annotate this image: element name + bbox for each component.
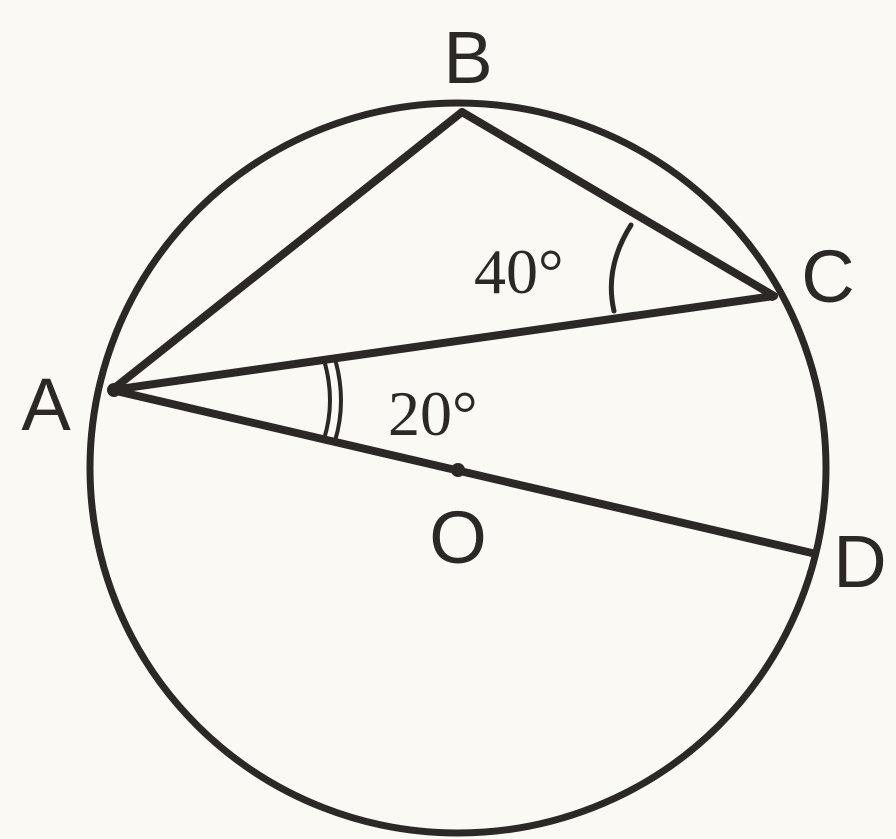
circle [86,99,830,837]
label-c: C [801,235,854,318]
chord-ab [108,108,466,394]
angle-label-bca: 40° [474,236,564,307]
center-o-dot [451,463,465,477]
label-b: B [443,16,492,99]
chord-ac [108,292,778,394]
angle-arc-a-inner [322,358,332,441]
point-a-dot [107,383,121,397]
angle-arc-c [608,222,634,314]
chord-bc [458,108,778,300]
angle-label-cad: 20° [388,378,478,449]
point-c-dot [767,291,777,301]
label-o: O [429,496,487,579]
angle-arc-a-outer [333,357,343,443]
label-a: A [21,363,71,446]
label-d: D [833,520,886,603]
